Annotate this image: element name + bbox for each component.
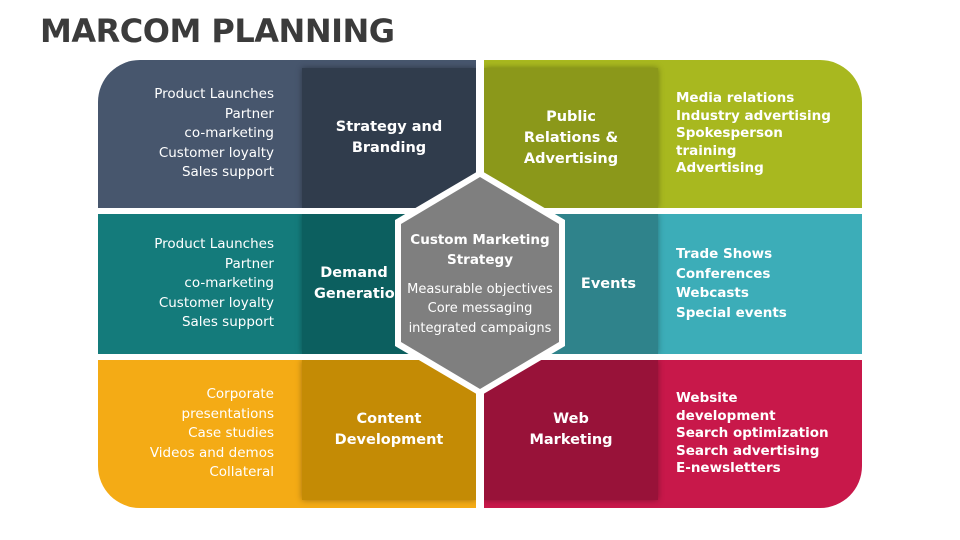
list-item: Customer loyalty (158, 294, 274, 311)
web-marketing-panel: Web Marketing Website development Search… (484, 360, 862, 508)
list-item: Conferences (676, 265, 771, 282)
list-item: Search advertising (676, 442, 820, 459)
public-relations-panel: Public Relations & Advertising Media rel… (484, 60, 862, 208)
list-item: Product Launches (154, 236, 274, 253)
center-text: Custom Marketing Strategy Measurable obj… (393, 168, 567, 398)
strategy-items-list: Product Launches Partner co-marketing Cu… (154, 60, 274, 208)
list-item: co-marketing (184, 125, 274, 142)
list-item: Webcasts (676, 285, 749, 301)
list-item: Product Launches (154, 86, 274, 103)
list-item: Videos and demos (149, 444, 274, 461)
list-item: Trade Shows (676, 246, 773, 262)
list-item: presentations (181, 405, 274, 422)
center-title: Custom Marketing Strategy (410, 231, 550, 268)
list-item: Sales support (181, 314, 274, 331)
events-label: Events (580, 275, 636, 292)
web-items-list: Website development Search optimization … (676, 360, 829, 508)
list-item: Corporate (206, 386, 275, 403)
list-item: Website (676, 390, 738, 407)
strategy-branding-label: Strategy and Branding (335, 119, 443, 156)
list-item: Search optimization (676, 425, 829, 442)
list-item: co-marketing (184, 275, 274, 292)
list-item: Partner (224, 255, 274, 272)
list-item: training (676, 142, 737, 159)
hexagon-shape (395, 170, 565, 396)
content-development-panel: Corporate presentations Case studies Vid… (98, 360, 476, 508)
list-item: Collateral (209, 464, 274, 481)
web-marketing-label-box: Web Marketing (484, 360, 658, 500)
page-title: MARCOM PLANNING (40, 12, 395, 50)
list-item: Media relations (676, 90, 795, 107)
events-items-list: Trade Shows Conferences Webcasts Special… (676, 214, 787, 354)
list-item: E-newsletters (676, 460, 781, 477)
web-marketing-label: Web Marketing (529, 411, 613, 448)
list-item: Advertising (676, 160, 764, 177)
center-hexagon: Custom Marketing Strategy Measurable obj… (393, 168, 567, 398)
list-item: Case studies (188, 425, 274, 442)
list-item: Customer loyalty (158, 144, 274, 161)
demand-items-list: Product Launches Partner co-marketing Cu… (154, 214, 274, 354)
content-development-label: Content Development (334, 411, 444, 448)
strategy-branding-panel: Product Launches Partner co-marketing Cu… (98, 60, 476, 208)
list-item: Partner (224, 105, 274, 122)
public-relations-label-box: Public Relations & Advertising (484, 68, 658, 208)
public-relations-label: Public Relations & Advertising (523, 108, 619, 167)
list-item: Special events (676, 304, 787, 321)
content-items-list: Corporate presentations Case studies Vid… (150, 360, 274, 508)
strategy-branding-label-box: Strategy and Branding (302, 68, 476, 208)
list-item: Spokesperson (676, 125, 783, 142)
list-item: Industry advertising (676, 107, 831, 124)
pr-items-list: Media relations Industry advertising Spo… (676, 60, 831, 208)
list-item: development (676, 407, 776, 424)
demand-generation-label: Demand Generation (314, 265, 406, 302)
center-body: Measurable objectives Core messaging int… (407, 281, 553, 336)
list-item: Sales support (181, 164, 274, 181)
content-development-label-box: Content Development (302, 360, 476, 500)
